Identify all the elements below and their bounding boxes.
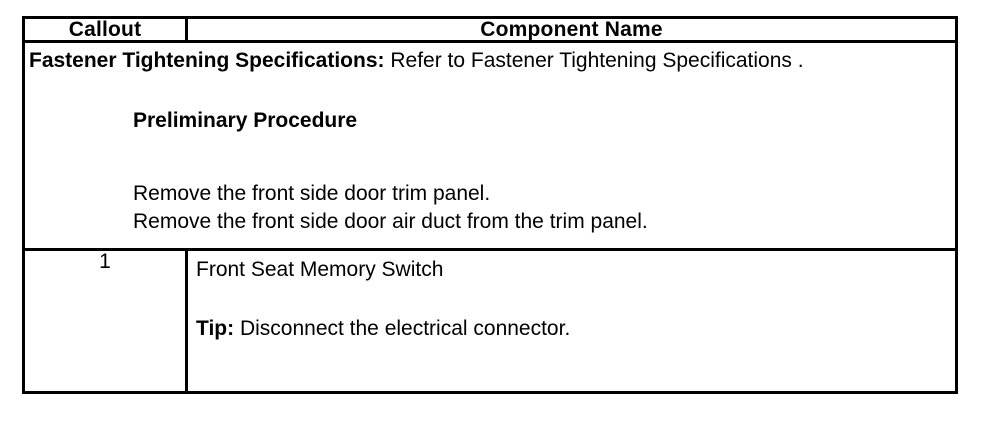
component-tip-1: Tip: Disconnect the electrical connector…	[196, 317, 570, 341]
preliminary-note-content: Fastener Tightening Specifications: Refe…	[25, 43, 955, 248]
callout-number-1: 1	[22, 248, 188, 394]
table-row: 1 Front Seat Memory Switch Tip: Disconne…	[22, 248, 958, 394]
component-content-1: Front Seat Memory Switch Tip: Disconnect…	[188, 251, 955, 391]
column-header-callout: Callout	[22, 16, 188, 43]
fastener-spec-text: Refer to Fastener Tightening Specificati…	[384, 49, 804, 72]
preliminary-steps-list: Remove the front side door trim panel. R…	[133, 180, 648, 235]
table-body: Fastener Tightening Specifications: Refe…	[22, 40, 958, 394]
preliminary-note-cell: Fastener Tightening Specifications: Refe…	[22, 40, 958, 251]
preliminary-step-1: Remove the front side door trim panel.	[133, 182, 491, 205]
preliminary-note-row: Fastener Tightening Specifications: Refe…	[22, 40, 958, 251]
fastener-spec-line: Fastener Tightening Specifications: Refe…	[29, 49, 804, 73]
table-header: Callout Component Name	[22, 16, 958, 43]
column-header-component-name: Component Name	[185, 16, 958, 43]
tip-text-1: Disconnect the electrical connector.	[234, 317, 571, 340]
fastener-spec-label: Fastener Tightening Specifications:	[29, 49, 385, 72]
component-cell-1: Front Seat Memory Switch Tip: Disconnect…	[185, 248, 958, 394]
service-procedure-table: Callout Component Name Fastener Tighteni…	[22, 16, 958, 394]
preliminary-procedure-heading: Preliminary Procedure	[133, 109, 358, 132]
tip-label-1: Tip:	[196, 317, 235, 340]
preliminary-step-2: Remove the front side door air duct from…	[133, 209, 648, 233]
table-header-row: Callout Component Name	[22, 16, 958, 43]
component-title-1: Front Seat Memory Switch	[196, 258, 444, 281]
